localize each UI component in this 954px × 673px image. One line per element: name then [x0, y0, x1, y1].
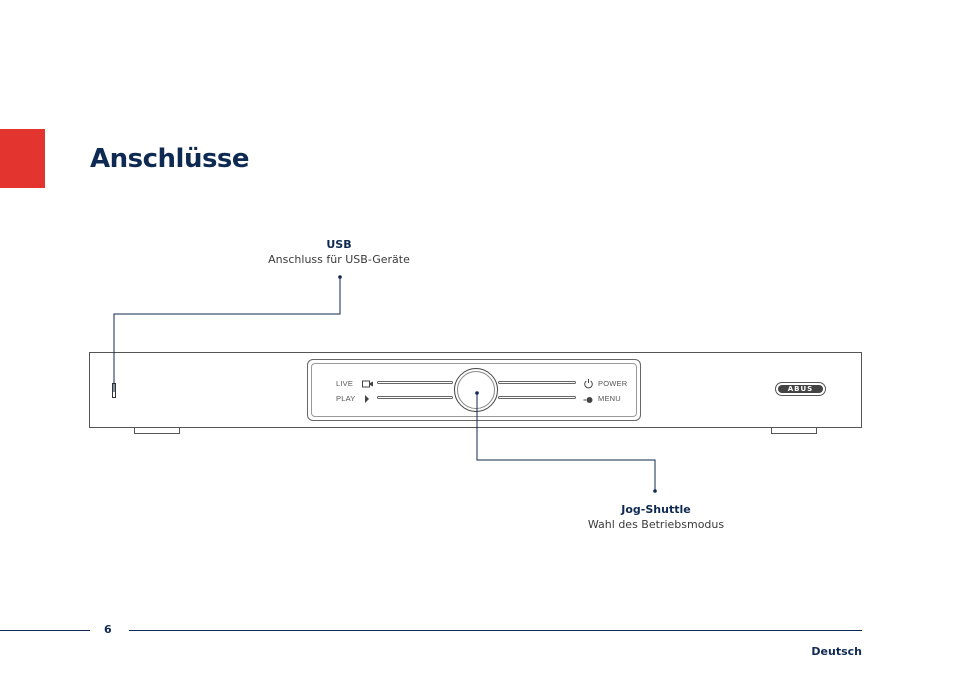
play-icon: [365, 395, 369, 403]
jog-leader-line: [476, 393, 656, 491]
abus-logo: ABUS: [775, 382, 826, 396]
usb-leader-dot: [338, 275, 342, 279]
usb-callout-name: USB: [326, 238, 352, 251]
power-icon: [584, 379, 593, 389]
abus-logo-text: ABUS: [787, 385, 814, 393]
menu-button: [498, 396, 576, 399]
usb-callout: USB Anschluss für USB-Geräte: [239, 237, 439, 267]
play-label: PLAY: [336, 394, 356, 403]
jog-leader-dot-start: [475, 391, 479, 395]
menu-icon: [583, 397, 593, 403]
usb-leader-line: [113, 277, 341, 392]
control-panel-inner: [311, 363, 637, 417]
chapter-marker: [0, 129, 45, 188]
power-label: POWER: [598, 379, 628, 388]
footer-rule-right: [129, 630, 862, 631]
jog-shuttle: [454, 368, 498, 412]
camera-icon: [362, 380, 373, 388]
live-button: [377, 381, 453, 384]
jog-leader-dot-end: [653, 489, 657, 493]
device-foot-right: [771, 428, 817, 434]
jog-callout: Jog-Shuttle Wahl des Betriebsmodus: [556, 502, 756, 532]
menu-label: MENU: [598, 394, 621, 403]
live-label: LIVE: [336, 379, 354, 388]
device-foot-left: [134, 428, 180, 434]
play-button: [377, 396, 453, 399]
page-title: Anschlüsse: [90, 144, 250, 174]
page-number: 6: [104, 623, 112, 636]
jog-shuttle-inner: [457, 371, 495, 409]
jog-callout-description: Wahl des Betriebsmodus: [587, 518, 725, 531]
usb-callout-description: Anschluss für USB-Geräte: [268, 253, 410, 266]
power-button: [498, 381, 576, 384]
footer-rule-left: [0, 630, 90, 631]
language-label: Deutsch: [811, 645, 862, 658]
control-panel: [307, 359, 641, 421]
jog-callout-name: Jog-Shuttle: [621, 503, 691, 516]
